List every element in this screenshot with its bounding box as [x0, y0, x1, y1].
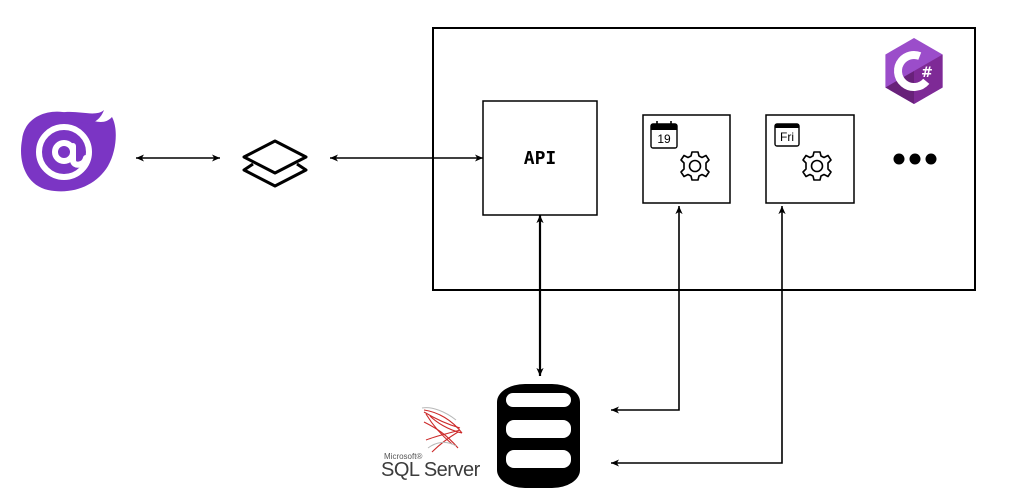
arrow-job-weekday-database: [611, 206, 786, 467]
sql-server-icon: Microsoft® SQL Server: [381, 407, 481, 481]
database-icon: [497, 384, 580, 488]
ellipsis-icon: [893, 153, 937, 165]
api-label: API: [524, 148, 557, 169]
sql-server-text: SQL Server: [381, 459, 481, 481]
gear-icon: [680, 151, 710, 181]
calendar-icon: 19: [650, 121, 678, 149]
sql-server-microsoft-text: Microsoft®: [384, 452, 422, 461]
csharp-icon: #: [885, 38, 943, 104]
api-box: [482, 100, 598, 216]
calendar-day-text: 19: [657, 132, 671, 146]
layers-icon: [242, 139, 308, 188]
blazor-icon: [21, 110, 116, 192]
csharp-symbol: #: [921, 65, 933, 81]
calendar-weekday-text: Fri: [780, 130, 794, 144]
gear-icon: [802, 151, 832, 181]
calendar-icon: Fri: [774, 123, 800, 147]
